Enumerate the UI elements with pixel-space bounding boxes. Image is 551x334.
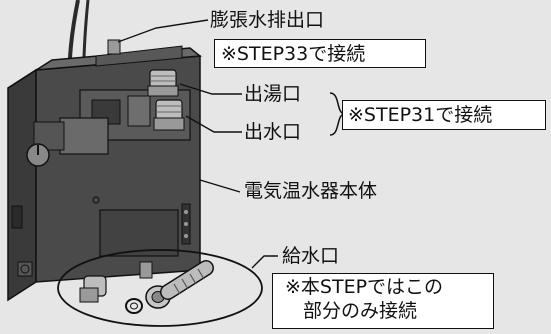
bottom-panel: [99, 209, 179, 257]
hot-water-fitting: [147, 69, 179, 97]
label-water-inlet: 給水口: [282, 245, 340, 267]
label-water-outlet: 出水口: [244, 121, 302, 143]
note-step33: ※STEP33で接続: [214, 39, 426, 68]
washer: [125, 298, 143, 314]
leader-lines: [117, 19, 278, 269]
side-switch: [11, 205, 23, 229]
leader-heater-body: [199, 179, 241, 193]
leader-expansion-outlet: [117, 19, 209, 43]
expansion-outlet-nub: [107, 39, 121, 55]
note-this-step-line1: ※本STEPではこの: [285, 276, 444, 298]
leader-water-outlet: [185, 115, 242, 133]
leader-hot-outlet: [179, 83, 242, 95]
inlet-highlight-ellipse: [57, 249, 263, 327]
inlet-parts: [79, 260, 214, 314]
label-expansion-outlet: 膨張水排出口: [210, 9, 325, 31]
note-step31: ※STEP31で接続: [342, 100, 546, 130]
note-this-step: ※本STEPではこの 部分のみ接続: [272, 273, 494, 329]
label-heater-body: 電気温水器本体: [244, 180, 378, 202]
water-outlet-fitting: [153, 99, 185, 131]
heater-unit: [7, 39, 202, 302]
leader-water-inlet: [251, 255, 278, 269]
note-this-step-line2: 部分のみ接続: [303, 300, 418, 322]
label-hot-outlet: 出湯口: [244, 83, 302, 105]
